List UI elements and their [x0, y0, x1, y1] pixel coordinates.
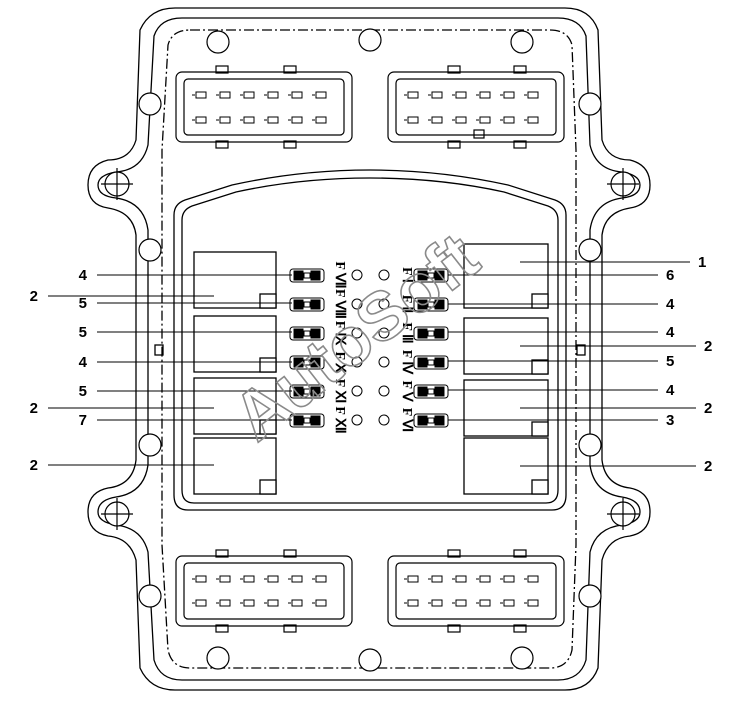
callout-right: 2: [704, 400, 712, 417]
fuse-socket-left: [351, 385, 363, 397]
callout-right: 1: [698, 254, 706, 271]
fuse-left-3: [289, 326, 325, 341]
callout-right: 4: [666, 382, 675, 399]
fuses: [289, 268, 449, 428]
fuse-left-6: [289, 413, 325, 428]
callout-left: 5: [79, 295, 87, 312]
fuse-socket-left: [351, 414, 363, 426]
fuse-right-4: [413, 355, 449, 370]
fuse-label: F Ⅳ: [399, 350, 414, 376]
top-left-connector: [175, 65, 353, 149]
fuse-socket-right: [378, 298, 390, 310]
fuse-label: F Ⅵ: [399, 408, 414, 432]
relay-left-4: [193, 437, 277, 495]
fuse-label: F Ⅶ: [332, 261, 347, 288]
callout-right: 6: [666, 267, 674, 284]
fuse-label: F Ⅻ: [332, 406, 347, 433]
fuse-left-5: [289, 384, 325, 399]
fuse-socket-right: [378, 327, 390, 339]
callout-left: 4: [79, 267, 88, 284]
fuse-label: F Ⅰ: [399, 267, 414, 283]
fuse-socket-left: [351, 269, 363, 281]
bolt-right-top: [607, 168, 639, 200]
callout-left: 2: [30, 457, 38, 474]
fuse-panel: [154, 169, 586, 511]
callout-left: 4: [79, 354, 88, 371]
leader-lines: [48, 261, 696, 467]
fuse-right-1: [413, 268, 449, 283]
callout-left: 5: [79, 383, 87, 400]
bolt-left-bottom: [101, 498, 133, 530]
housing-outline: [87, 7, 651, 691]
fuse-socket-left: [351, 327, 363, 339]
callout-right: 4: [666, 296, 675, 313]
fuse-socket-right: [378, 269, 390, 281]
fuse-left-2: [289, 297, 325, 312]
callout-right: 2: [704, 338, 712, 355]
callout-left: 2: [30, 400, 38, 417]
fuse-socket-right: [378, 414, 390, 426]
callout-right: 5: [666, 353, 674, 370]
fuse-right-3: [413, 326, 449, 341]
fuse-socket-left: [351, 298, 363, 310]
fuse-label: F Ⅸ: [332, 321, 347, 346]
fuse-label: F Ⅴ: [399, 380, 414, 402]
fuse-right-5: [413, 384, 449, 399]
fuse-label: F Ⅷ: [332, 289, 347, 319]
callout-right: 4: [666, 324, 675, 341]
fuse-right-6: [413, 413, 449, 428]
fuse-label: F Ⅺ: [332, 379, 347, 404]
callouts: 4 2 5 5 4 5 2 7 2 1 6 4 4 2 5 4 2 3 2: [30, 254, 713, 475]
callout-right: 3: [666, 412, 674, 429]
callout-right: 2: [704, 458, 712, 475]
callout-left: 7: [79, 412, 87, 429]
fuse-socket-left: [351, 356, 363, 368]
bolt-right-bottom: [607, 498, 639, 530]
fuse-left-1: [289, 268, 325, 283]
top-right-connector: [387, 65, 565, 149]
bottom-right-connector: [387, 549, 565, 633]
fuse-socket-right: [378, 385, 390, 397]
callout-left: 2: [30, 288, 38, 305]
bolt-left-top: [101, 168, 133, 200]
callout-left: 5: [79, 324, 87, 341]
fuse-label: F Ⅹ: [332, 351, 347, 373]
relay-left-1: [193, 251, 277, 309]
fuse-label: F Ⅱ: [399, 295, 414, 313]
fuse-right-2: [413, 297, 449, 312]
bottom-left-connector: [175, 549, 353, 633]
fuse-socket-right: [378, 356, 390, 368]
mounting-bolts: [101, 28, 639, 672]
fuse-label: F Ⅲ: [399, 322, 414, 343]
